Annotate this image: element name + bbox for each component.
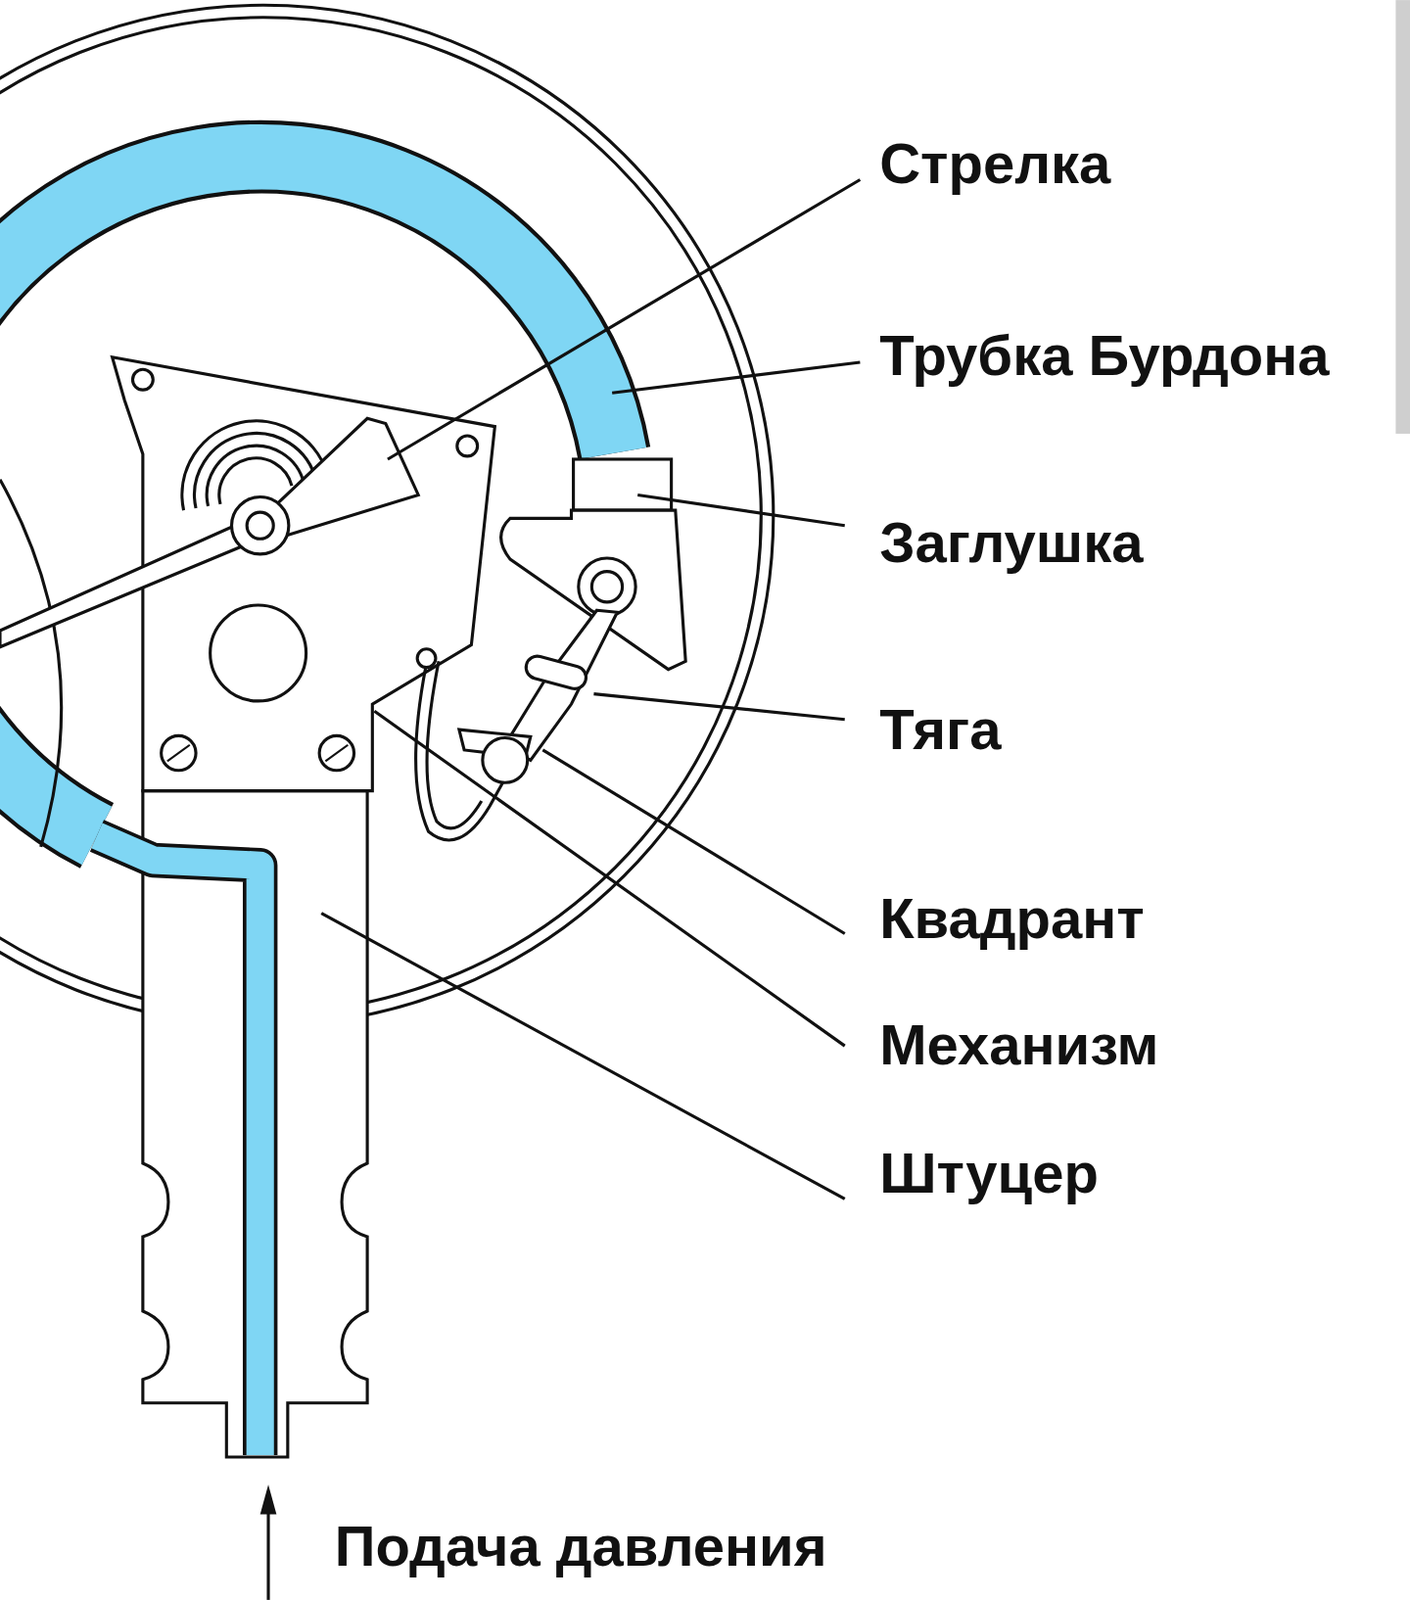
part-label: Квадрант [879,890,1145,947]
part-label: Трубка Бурдона [879,327,1329,384]
plate-hole [132,369,153,390]
quadrant-pivot [482,737,528,783]
end-plug [573,459,672,511]
pointer [0,517,268,647]
part-label: Стрелка [879,135,1111,192]
screw [319,735,354,770]
case-inner [0,17,761,1014]
screw [161,735,196,770]
part-label: Подача давления [334,1517,828,1575]
case-outer [0,4,774,1026]
supply-arrow [266,1509,270,1600]
pressure-channel [96,835,261,1455]
dial-edge [0,479,62,847]
part-label: Заглушка [879,514,1143,571]
part-label: Штуцер [879,1144,1099,1202]
link-pin [578,558,636,615]
side-bar [1395,0,1410,434]
pinion [232,497,289,555]
channel-outline [96,835,261,1455]
pointer-tail [270,418,419,539]
supply-arrowhead [260,1484,278,1514]
plate-hole [457,435,478,457]
plate-hole [210,605,307,702]
leader-lines [321,179,860,1199]
part-label: Механизм [879,1016,1159,1074]
link-slot [523,654,589,692]
part-label: Тяга [879,701,1001,758]
